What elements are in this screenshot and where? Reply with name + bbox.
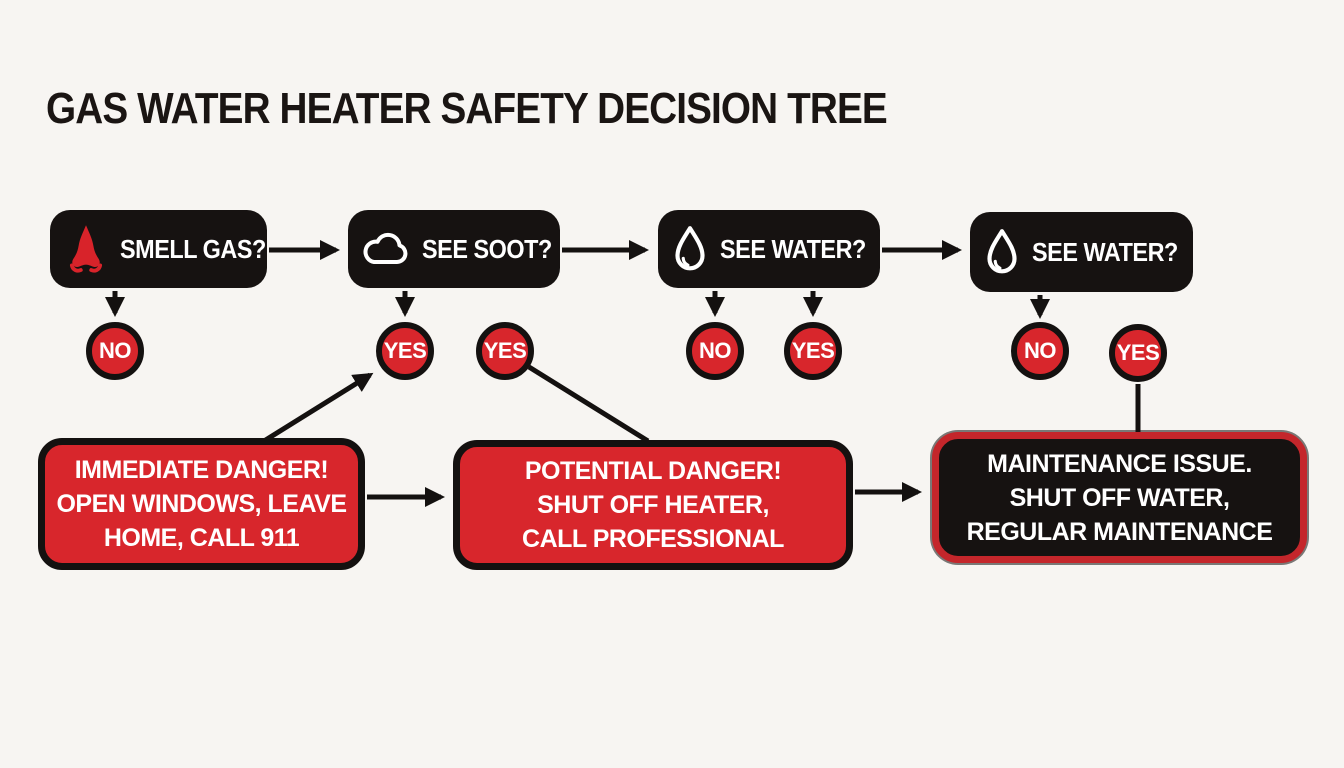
decision-node-label: SEE WATER? <box>1032 236 1178 267</box>
arrow-outcome1-to-yes-badge <box>254 372 374 449</box>
answer-badge-yes: YES <box>476 322 534 380</box>
outcome-line: OPEN WINDOWS, LEAVE <box>56 490 347 518</box>
outcome-line: IMMEDIATE DANGER! <box>74 456 329 484</box>
page-title: GAS WATER HEATER SAFETY DECISION TREE <box>46 84 888 133</box>
answer-badge-no: NO <box>86 322 144 380</box>
outcome-line: POTENTIAL DANGER! <box>524 457 782 485</box>
outcome-node-potential-danger: POTENTIAL DANGER! SHUT OFF HEATER, CALL … <box>453 440 853 570</box>
outcome-line: MAINTENANCE ISSUE. <box>987 449 1252 478</box>
outcome-line: CALL PROFESSIONAL <box>522 525 784 553</box>
outcome-node-maintenance-issue: MAINTENANCE ISSUE. SHUT OFF WATER, REGUL… <box>932 432 1307 563</box>
decision-node-label: SEE SOOT? <box>422 233 552 264</box>
water-drop-icon <box>671 224 709 274</box>
outcome-line: SHUT OFF HEATER, <box>537 491 769 519</box>
answer-badge-yes: YES <box>1109 324 1167 382</box>
outcome-line: HOME, CALL 911 <box>103 524 300 552</box>
answer-badge-no: NO <box>1011 322 1069 380</box>
outcome-line: REGULAR MAINTENANCE <box>966 517 1273 546</box>
decision-node-see-water-2: SEE WATER? <box>970 212 1193 292</box>
decision-node-smell-gas: SMELL GAS? <box>50 210 267 288</box>
decision-node-label: SMELL GAS? <box>120 233 266 264</box>
decision-node-see-water-1: SEE WATER? <box>658 210 880 288</box>
answer-badge-yes: YES <box>376 322 434 380</box>
decision-node-see-soot: SEE SOOT? <box>348 210 560 288</box>
answer-badge-no: NO <box>686 322 744 380</box>
line-yes-badge-to-outcome2 <box>527 364 650 444</box>
water-drop-icon <box>983 227 1021 277</box>
outcome-node-immediate-danger: IMMEDIATE DANGER! OPEN WINDOWS, LEAVE HO… <box>38 438 365 570</box>
cloud-icon <box>361 229 411 269</box>
answer-badge-yes: YES <box>784 322 842 380</box>
nose-icon <box>63 223 109 275</box>
outcome-line: SHUT OFF WATER, <box>1009 483 1230 512</box>
decision-node-label: SEE WATER? <box>720 233 866 264</box>
